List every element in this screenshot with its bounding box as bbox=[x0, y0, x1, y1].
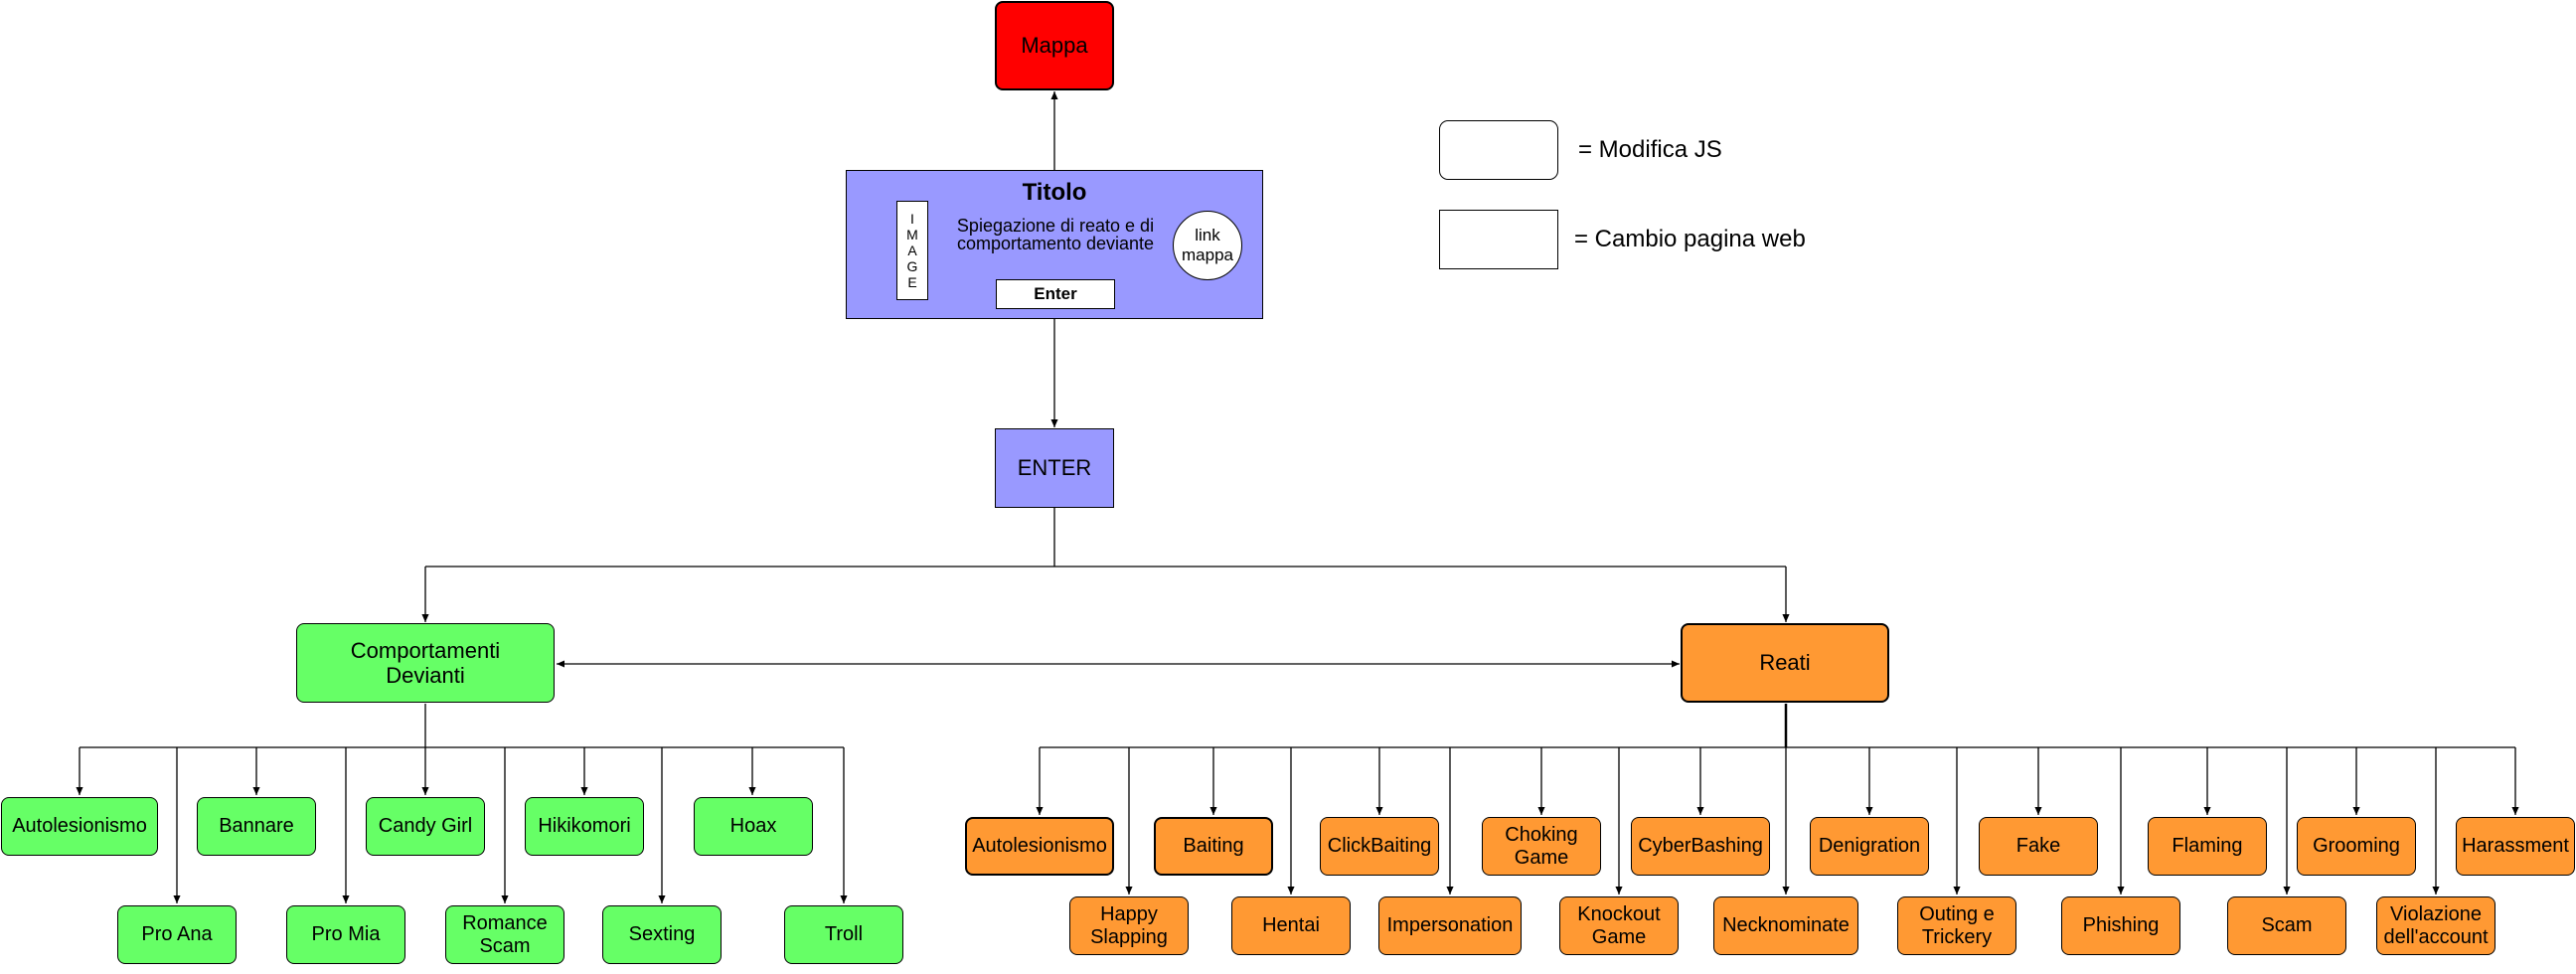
orange-node-baiting[interactable]: Baiting bbox=[1154, 817, 1273, 876]
orange-node-impersonation[interactable]: Impersonation bbox=[1378, 896, 1522, 955]
legend-square-swatch bbox=[1439, 210, 1558, 269]
orange-node-outing-e-trickery[interactable]: Outing e Trickery bbox=[1897, 896, 2016, 955]
edge-right-bus bbox=[1040, 704, 2515, 748]
legend-rounded-label: = Modifica JS bbox=[1578, 136, 1722, 163]
orange-node-cyberbashing[interactable]: CyberBashing bbox=[1631, 817, 1770, 876]
green-node-troll[interactable]: Troll bbox=[784, 905, 903, 964]
orange-node-clickbaiting[interactable]: ClickBaiting bbox=[1320, 817, 1439, 876]
orange-node-flaming[interactable]: Flaming bbox=[2148, 817, 2267, 876]
orange-node-necknominate[interactable]: Necknominate bbox=[1713, 896, 1858, 955]
orange-node-violazione-dellaccount[interactable]: Violazione dell'account bbox=[2376, 896, 2496, 955]
link-mappa-button[interactable]: link mappa bbox=[1173, 211, 1242, 280]
green-node-candy-girl[interactable]: Candy Girl bbox=[366, 797, 485, 856]
enter-node[interactable]: ENTER bbox=[995, 428, 1114, 508]
legend-square-label: = Cambio pagina web bbox=[1574, 226, 1806, 252]
green-node-bannare[interactable]: Bannare bbox=[197, 797, 316, 856]
green-node-pro-ana[interactable]: Pro Ana bbox=[117, 905, 237, 964]
enter-button[interactable]: Enter bbox=[996, 279, 1115, 309]
image-letter: G bbox=[906, 258, 918, 275]
image-letter: E bbox=[907, 274, 917, 291]
title-panel: Titolo I M A G E Spiegazione di reato e … bbox=[846, 170, 1263, 319]
mappa-node[interactable]: Mappa bbox=[995, 1, 1114, 90]
orange-node-harassment[interactable]: Harassment bbox=[2456, 817, 2575, 876]
image-letter: M bbox=[906, 226, 918, 243]
hub-comportamenti-devianti[interactable]: Comportamenti Devianti bbox=[296, 623, 555, 703]
image-letter: A bbox=[907, 242, 917, 258]
edge-enter-hubs bbox=[425, 508, 1786, 568]
orange-node-grooming[interactable]: Grooming bbox=[2297, 817, 2416, 876]
panel-description: Spiegazione di reato e di comportamento … bbox=[956, 216, 1155, 253]
orange-node-autolesionismo[interactable]: Autolesionismo bbox=[965, 817, 1114, 876]
green-node-romance-scam[interactable]: Romance Scam bbox=[445, 905, 564, 964]
orange-node-hentai[interactable]: Hentai bbox=[1231, 896, 1351, 955]
orange-node-scam[interactable]: Scam bbox=[2227, 896, 2346, 955]
green-node-sexting[interactable]: Sexting bbox=[602, 905, 722, 964]
orange-node-choking-game[interactable]: Choking Game bbox=[1482, 817, 1601, 876]
edge-left-bus bbox=[80, 704, 844, 748]
green-node-hoax[interactable]: Hoax bbox=[694, 797, 813, 856]
orange-node-happy-slapping[interactable]: Happy Slapping bbox=[1069, 896, 1189, 955]
image-placeholder: I M A G E bbox=[896, 201, 928, 300]
orange-node-knockout-game[interactable]: Knockout Game bbox=[1559, 896, 1679, 955]
legend-rounded-swatch bbox=[1439, 120, 1558, 180]
hub-reati[interactable]: Reati bbox=[1681, 623, 1889, 703]
orange-node-denigration[interactable]: Denigration bbox=[1810, 817, 1929, 876]
panel-title: Titolo bbox=[1022, 179, 1087, 206]
image-letter: I bbox=[910, 210, 914, 227]
orange-node-phishing[interactable]: Phishing bbox=[2061, 896, 2180, 955]
orange-node-fake[interactable]: Fake bbox=[1979, 817, 2098, 876]
green-node-autolesionismo[interactable]: Autolesionismo bbox=[1, 797, 158, 856]
green-node-hikikomori[interactable]: Hikikomori bbox=[525, 797, 644, 856]
green-node-pro-mia[interactable]: Pro Mia bbox=[286, 905, 405, 964]
